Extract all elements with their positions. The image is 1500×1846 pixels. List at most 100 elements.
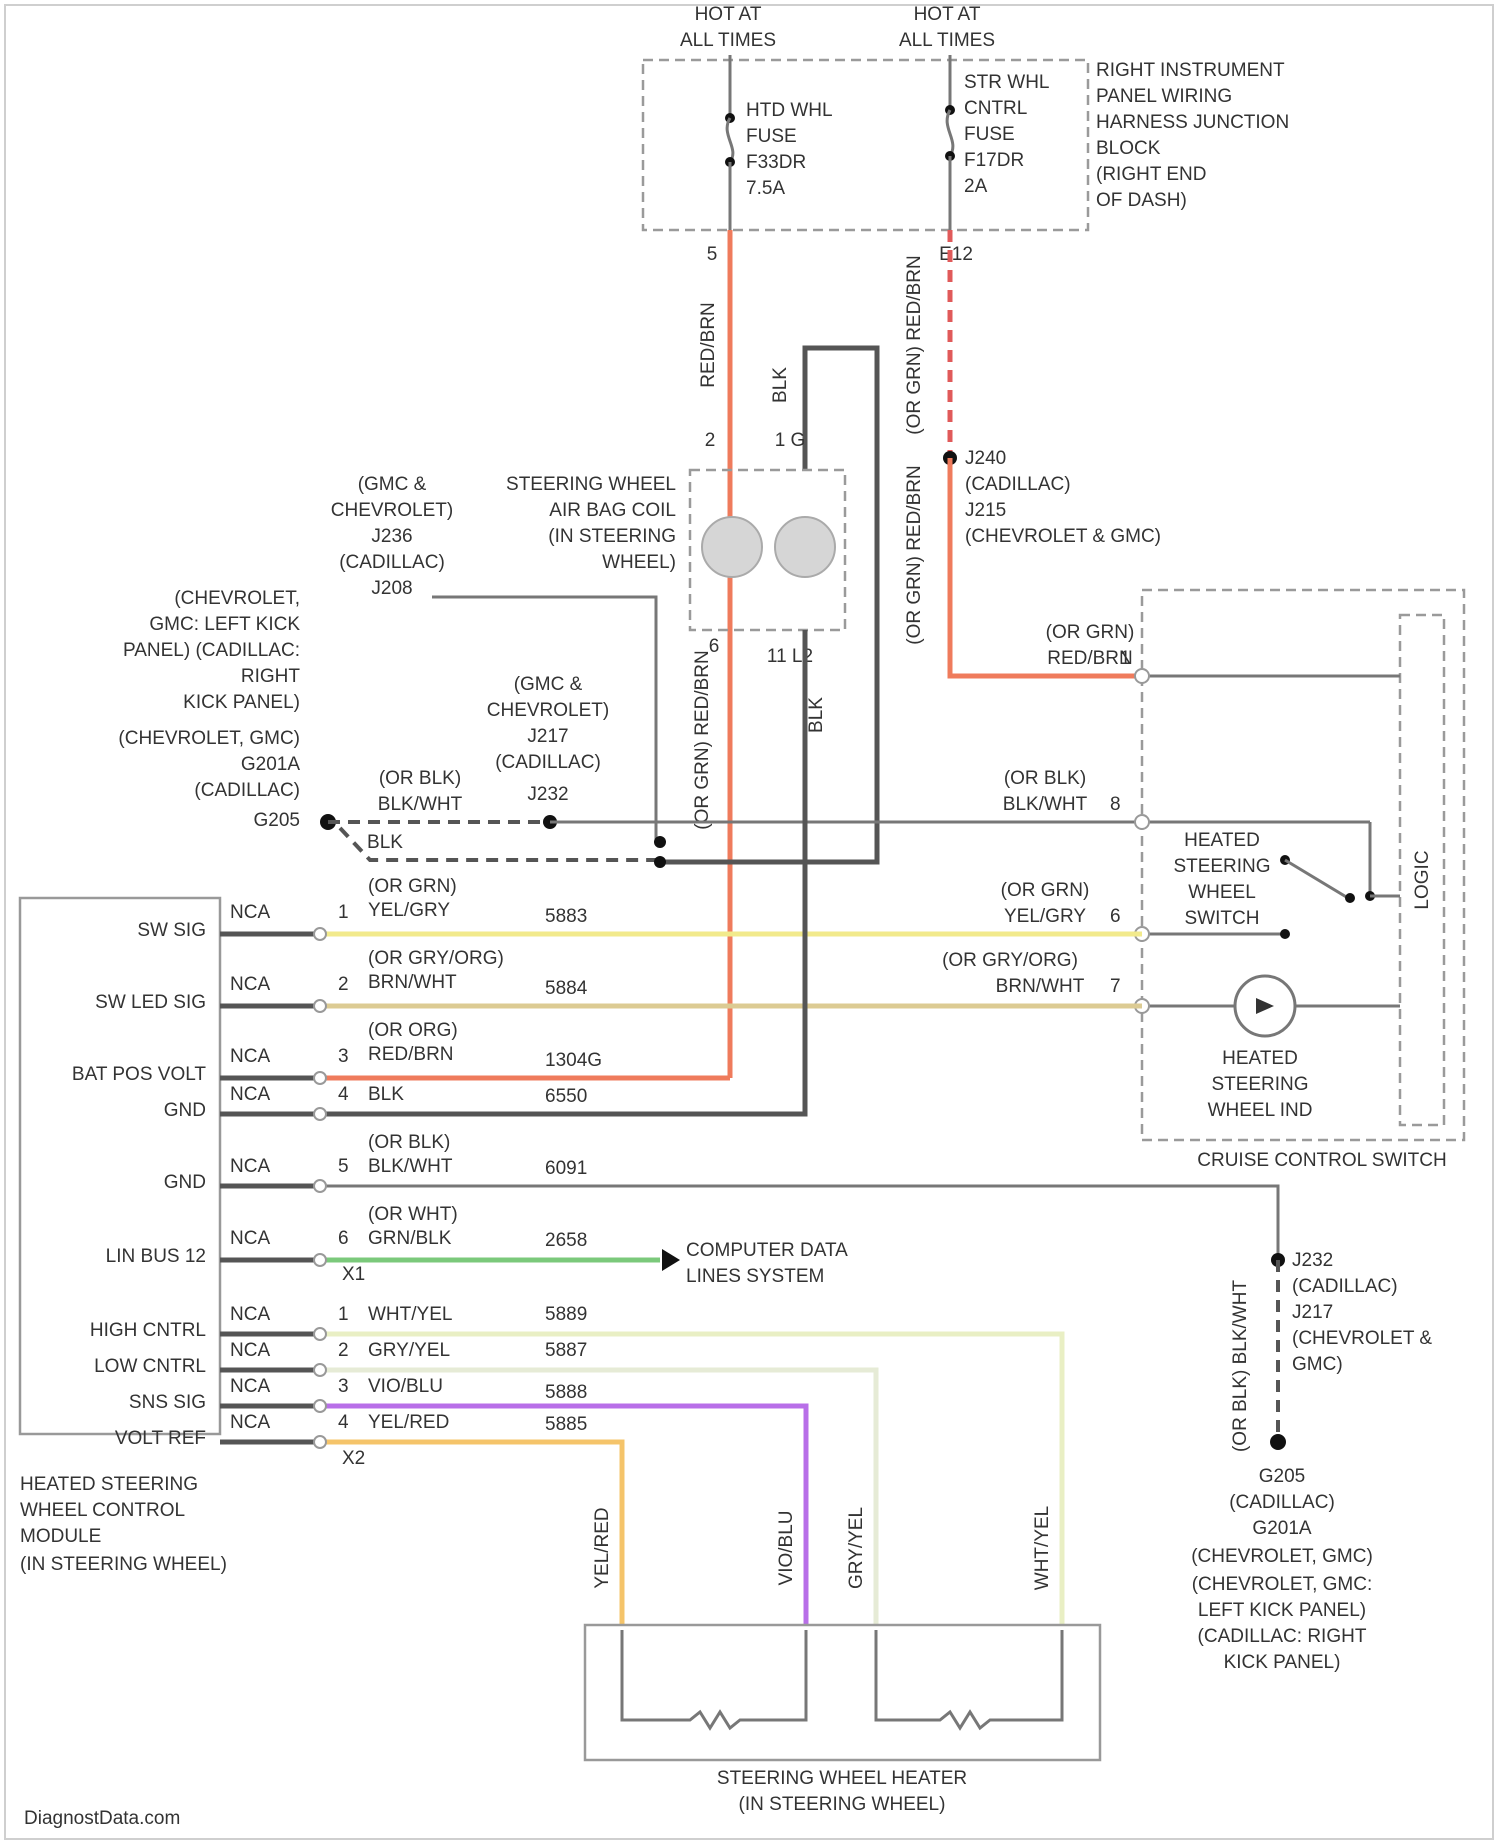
svg-text:(CHEVROLET &: (CHEVROLET &	[1292, 1328, 1432, 1349]
svg-text:AIR BAG COIL: AIR BAG COIL	[549, 500, 676, 521]
svg-text:2: 2	[338, 974, 349, 995]
svg-text:BLK: BLK	[368, 1084, 404, 1105]
svg-text:BAT POS VOLT: BAT POS VOLT	[72, 1064, 206, 1085]
str-fuse-label: STR WHL CNTRL FUSE F17DR 2A	[964, 72, 1050, 197]
htd-fuse-pin: 5	[707, 244, 718, 265]
svg-text:YEL/RED: YEL/RED	[592, 1507, 613, 1588]
svg-text:G205: G205	[1259, 1466, 1305, 1487]
svg-text:NCA: NCA	[230, 1046, 270, 1067]
svg-text:6: 6	[1110, 906, 1121, 927]
wire-label-orgrn-redbrn-mid: (OR GRN) RED/BRN	[904, 465, 925, 644]
airbag-coil-b	[775, 517, 835, 577]
svg-text:HIGH CNTRL: HIGH CNTRL	[90, 1320, 206, 1341]
heater-wire-labels: YEL/RED VIO/BLU GRY/YEL WHT/YEL	[592, 1506, 1053, 1590]
svg-text:STR WHL: STR WHL	[964, 72, 1050, 93]
svg-text:NCA: NCA	[230, 902, 270, 923]
svg-text:J232: J232	[527, 784, 568, 805]
svg-text:SW SIG: SW SIG	[137, 920, 206, 941]
svg-text:1: 1	[338, 902, 349, 923]
svg-text:NCA: NCA	[230, 974, 270, 995]
svg-text:(IN STEERING: (IN STEERING	[548, 526, 676, 547]
svg-text:BLK: BLK	[367, 832, 403, 853]
svg-text:G201A: G201A	[1252, 1518, 1311, 1539]
svg-text:2: 2	[338, 1340, 349, 1361]
power-right-line2: ALL TIMES	[899, 30, 995, 51]
connector-x1-label: X1	[342, 1264, 365, 1285]
svg-text:HEATED: HEATED	[1184, 830, 1260, 851]
svg-text:(CADILLAC: RIGHT: (CADILLAC: RIGHT	[1198, 1626, 1367, 1647]
svg-text:VOLT REF: VOLT REF	[115, 1428, 206, 1449]
svg-text:HEATED STEERING: HEATED STEERING	[20, 1474, 198, 1495]
svg-text:(OR ORG): (OR ORG)	[368, 1020, 458, 1041]
svg-text:FUSE: FUSE	[746, 126, 797, 147]
svg-text:SNS SIG: SNS SIG	[129, 1392, 206, 1413]
svg-text:6: 6	[338, 1228, 349, 1249]
svg-text:2A: 2A	[964, 176, 988, 197]
module-terminals	[314, 928, 326, 1448]
svg-text:NCA: NCA	[230, 1304, 270, 1325]
svg-text:YEL/GRY: YEL/GRY	[1004, 906, 1086, 927]
svg-text:5889: 5889	[545, 1304, 587, 1325]
svg-text:NCA: NCA	[230, 1376, 270, 1397]
svg-text:MODULE: MODULE	[20, 1526, 101, 1547]
str-fuse-symbol	[947, 110, 953, 156]
svg-text:GMC): GMC)	[1292, 1354, 1343, 1375]
cruise-pin1-terminal	[1135, 669, 1149, 683]
module-wire-labels: (OR GRN) YEL/GRY (OR GRY/ORG) BRN/WHT (O…	[368, 876, 504, 1433]
svg-text:G201A: G201A	[241, 754, 300, 775]
svg-text:(CHEVROLET,: (CHEVROLET,	[174, 588, 300, 609]
svg-text:(CHEVROLET, GMC:: (CHEVROLET, GMC:	[1192, 1574, 1373, 1595]
svg-text:(OR WHT): (OR WHT)	[368, 1204, 458, 1225]
svg-text:J236: J236	[371, 526, 412, 547]
heater-label: STEERING WHEEL HEATER (IN STEERING WHEEL…	[717, 1768, 967, 1815]
svg-text:RIGHT INSTRUMENT: RIGHT INSTRUMENT	[1096, 60, 1285, 81]
svg-text:WHEEL CONTROL: WHEEL CONTROL	[20, 1500, 185, 1521]
svg-text:BLK/WHT: BLK/WHT	[378, 794, 463, 815]
switch-contact-d	[1280, 929, 1290, 939]
svg-text:GMC: LEFT KICK: GMC: LEFT KICK	[149, 614, 300, 635]
svg-text:YEL/GRY: YEL/GRY	[368, 900, 450, 921]
svg-text:KICK PANEL): KICK PANEL)	[1224, 1652, 1341, 1673]
svg-text:HTD WHL: HTD WHL	[746, 100, 833, 121]
svg-text:CHEVROLET): CHEVROLET)	[487, 700, 609, 721]
splice-j236-label: (GMC & CHEVROLET) J236 (CADILLAC) J208	[331, 474, 453, 599]
svg-text:LIN BUS 12: LIN BUS 12	[106, 1246, 206, 1267]
ground-lower-point	[1270, 1434, 1286, 1450]
airbag-coil-pin-top-a: 2	[705, 430, 716, 451]
airbag-coil-label: STEERING WHEEL AIR BAG COIL (IN STEERING…	[506, 474, 676, 573]
svg-text:4: 4	[338, 1084, 349, 1105]
svg-text:GND: GND	[164, 1100, 206, 1121]
airbag-coil-pin-top-b: 1 G	[775, 430, 806, 451]
svg-text:BRN/WHT: BRN/WHT	[368, 972, 457, 993]
svg-text:4: 4	[338, 1412, 349, 1433]
ground-upper-label: (CHEVROLET, GMC: LEFT KICK PANEL) (CADIL…	[118, 588, 300, 831]
svg-text:NCA: NCA	[230, 1228, 270, 1249]
svg-text:LINES SYSTEM: LINES SYSTEM	[686, 1266, 824, 1287]
svg-text:(CHEVROLET & GMC): (CHEVROLET & GMC)	[965, 526, 1161, 547]
cruise-logic-label: LOGIC	[1412, 850, 1433, 909]
svg-text:(OR BLK): (OR BLK)	[1004, 768, 1086, 789]
svg-text:2658: 2658	[545, 1230, 587, 1251]
svg-text:5888: 5888	[545, 1382, 587, 1403]
svg-text:(OR BLK): (OR BLK)	[379, 768, 461, 789]
svg-text:G205: G205	[254, 810, 300, 831]
svg-text:1: 1	[338, 1304, 349, 1325]
svg-text:WHEEL): WHEEL)	[602, 552, 676, 573]
svg-text:(CADILLAC): (CADILLAC)	[339, 552, 445, 573]
module-nca-labels: NCA NCA NCA NCA NCA NCA NCA NCA NCA NCA	[230, 902, 270, 1433]
svg-text:7.5A: 7.5A	[746, 178, 785, 199]
svg-text:J217: J217	[1292, 1302, 1333, 1323]
svg-text:STEERING WHEEL: STEERING WHEEL	[506, 474, 676, 495]
svg-text:STEERING WHEEL HEATER: STEERING WHEEL HEATER	[717, 1768, 967, 1789]
svg-text:(CADILLAC): (CADILLAC)	[1292, 1276, 1398, 1297]
svg-text:BLK/WHT: BLK/WHT	[368, 1156, 453, 1177]
svg-text:OF DASH): OF DASH)	[1096, 190, 1187, 211]
svg-text:LEFT KICK PANEL): LEFT KICK PANEL)	[1198, 1600, 1366, 1621]
svg-text:GRY/YEL: GRY/YEL	[846, 1507, 867, 1589]
svg-text:RED/BRN: RED/BRN	[368, 1044, 454, 1065]
module-pin-numbers: 1 2 3 4 5 6 1 2 3 4	[338, 902, 349, 1433]
svg-text:(IN STEERING WHEEL): (IN STEERING WHEEL)	[739, 1794, 946, 1815]
svg-text:(OR GRY/ORG): (OR GRY/ORG)	[942, 950, 1078, 971]
svg-text:5: 5	[338, 1156, 349, 1177]
svg-text:GND: GND	[164, 1172, 206, 1193]
